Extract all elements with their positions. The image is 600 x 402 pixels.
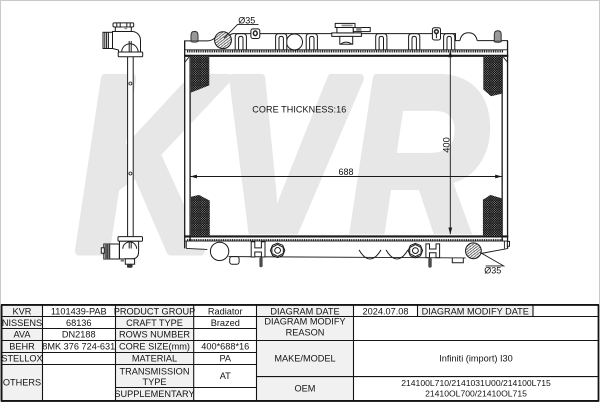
svg-text:DIAGRAM DATE: DIAGRAM DATE (270, 306, 339, 316)
svg-text:CRAFT TYPE: CRAFT TYPE (126, 318, 183, 328)
svg-text:400: 400 (442, 137, 452, 153)
svg-text:Ø35: Ø35 (238, 15, 255, 25)
svg-text:68136: 68136 (66, 318, 92, 328)
svg-text:PRODUCT GROUP: PRODUCT GROUP (114, 306, 196, 316)
svg-text:214100L710/2141031U00/214100L7: 214100L710/2141031U00/214100L715 (401, 378, 551, 388)
svg-text:TRANSMISSION: TRANSMISSION (120, 367, 190, 377)
svg-text:Infiniti (import) I30: Infiniti (import) I30 (439, 354, 513, 364)
svg-text:NISSENS: NISSENS (2, 318, 42, 328)
svg-text:400*688*16: 400*688*16 (201, 342, 249, 352)
svg-text:CORE SIZE(mm): CORE SIZE(mm) (119, 342, 190, 352)
svg-text:OTHERS: OTHERS (3, 377, 41, 387)
svg-text:TYPE: TYPE (143, 377, 167, 387)
svg-text:Radiator: Radiator (208, 306, 243, 316)
svg-text:DIAGRAM MODIFY DATE: DIAGRAM MODIFY DATE (422, 306, 529, 316)
svg-text:2024.07.08: 2024.07.08 (363, 306, 409, 316)
svg-text:AT: AT (220, 371, 231, 381)
svg-text:Ø35: Ø35 (484, 266, 501, 276)
svg-text:STELLOX: STELLOX (1, 354, 42, 364)
svg-text:1101439-PAB: 1101439-PAB (51, 306, 107, 316)
svg-text:DIAGRAM MODIFY: DIAGRAM MODIFY (264, 317, 345, 327)
svg-text:SUPPLEMENTARY: SUPPLEMENTARY (114, 389, 194, 399)
svg-text:OEM: OEM (295, 384, 316, 394)
svg-text:CORE THICKNESS:16: CORE THICKNESS:16 (252, 104, 346, 114)
svg-text:AVA: AVA (13, 330, 31, 340)
svg-text:Brazed: Brazed (211, 318, 240, 328)
svg-text:8MK 376 724-631: 8MK 376 724-631 (42, 342, 115, 352)
svg-text:PA: PA (219, 354, 231, 364)
svg-text:DN2188: DN2188 (62, 330, 96, 340)
svg-text:KVR: KVR (13, 306, 32, 316)
svg-text:MATERIAL: MATERIAL (132, 354, 177, 364)
svg-text:ROWS NUMBER: ROWS NUMBER (119, 330, 190, 340)
svg-text:21410OL700/21410OL715: 21410OL700/21410OL715 (425, 389, 527, 399)
svg-text:BEHR: BEHR (9, 342, 35, 352)
svg-text:REASON: REASON (286, 328, 325, 338)
svg-text:688: 688 (338, 167, 353, 177)
svg-text:KVR: KVR (75, 25, 488, 305)
svg-text:MAKE/MODEL: MAKE/MODEL (274, 354, 335, 364)
